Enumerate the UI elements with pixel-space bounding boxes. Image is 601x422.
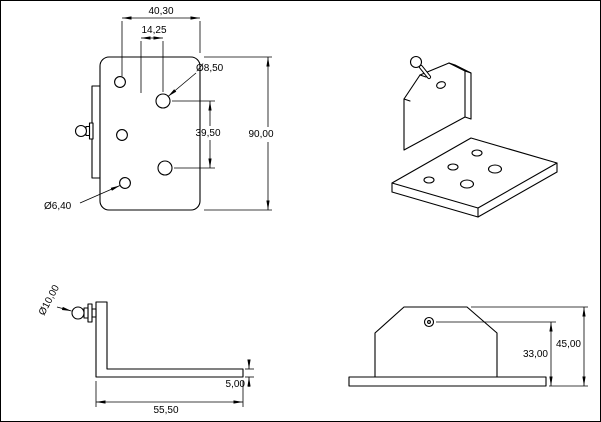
dim-label-overall-width: 40,30 bbox=[148, 6, 173, 17]
iso-base-hole-5 bbox=[459, 179, 475, 189]
dim-base-length: 55,50 bbox=[95, 381, 244, 416]
iso-base-top-face bbox=[391, 137, 558, 209]
side-view: Ø10,00 55,50 5,00 bbox=[37, 283, 254, 416]
dim-thickness: 5,00 bbox=[226, 359, 254, 390]
front-hole-5 bbox=[119, 177, 131, 189]
iso-base-hole-1 bbox=[471, 149, 483, 157]
rear-base bbox=[348, 376, 547, 387]
dim-label-overall-height-rear: 45,00 bbox=[556, 339, 581, 350]
dim-overall-height-rear: 45,00 bbox=[471, 306, 588, 386]
iso-base-hole-3 bbox=[423, 176, 435, 184]
front-ball-stud bbox=[74, 122, 94, 140]
side-profile bbox=[95, 301, 244, 378]
side-ball-stud bbox=[71, 303, 97, 323]
dim-overall-height: 90,00 bbox=[204, 56, 274, 211]
iso-upright bbox=[403, 62, 472, 151]
front-hole-1 bbox=[114, 76, 126, 88]
rear-stud-center bbox=[427, 320, 431, 324]
rear-gusset bbox=[374, 306, 498, 378]
dim-hole-offset: 14,25 bbox=[140, 25, 167, 93]
iso-ball-stud bbox=[409, 55, 432, 80]
side-ball bbox=[71, 306, 85, 320]
dim-label-hole-offset: 14,25 bbox=[141, 25, 166, 36]
iso-view bbox=[391, 55, 558, 218]
dim-label-overall-height: 90,00 bbox=[248, 129, 273, 140]
dim-label-small-hole-dia: Ø6,40 bbox=[44, 201, 72, 212]
front-view: 40,30 14,25 Ø8,50 39,50 90,00 bbox=[44, 6, 274, 212]
leader-stud-dia: Ø10,00 bbox=[37, 283, 72, 318]
iso-base-hole-4 bbox=[487, 164, 503, 174]
dim-stud-height: 33,00 bbox=[436, 321, 588, 387]
iso-base bbox=[391, 137, 558, 218]
leader-small-hole: Ø6,40 bbox=[44, 185, 121, 212]
dim-hole-spacing: 39,50 bbox=[172, 100, 221, 169]
iso-upright-hole bbox=[436, 81, 446, 89]
iso-base-hole-2 bbox=[447, 163, 459, 171]
dim-label-base-length: 55,50 bbox=[153, 405, 178, 416]
rear-view: 33,00 45,00 bbox=[348, 306, 588, 387]
dim-label-stud-height: 33,00 bbox=[523, 349, 548, 360]
dim-label-thickness: 5,00 bbox=[226, 379, 246, 390]
iso-ball bbox=[409, 55, 423, 69]
front-hole-3 bbox=[116, 129, 128, 141]
front-hole-4 bbox=[157, 160, 173, 176]
dim-label-large-hole-dia: Ø8,50 bbox=[196, 63, 224, 74]
dim-label-hole-spacing: 39,50 bbox=[195, 128, 220, 139]
dim-overall-width: 40,30 bbox=[121, 6, 201, 76]
front-ball bbox=[74, 124, 88, 138]
leader-large-hole: Ø8,50 bbox=[167, 63, 224, 97]
iso-upright-face bbox=[403, 62, 466, 151]
front-hole-2 bbox=[155, 93, 171, 109]
dim-label-stud-dia: Ø10,00 bbox=[37, 283, 62, 318]
